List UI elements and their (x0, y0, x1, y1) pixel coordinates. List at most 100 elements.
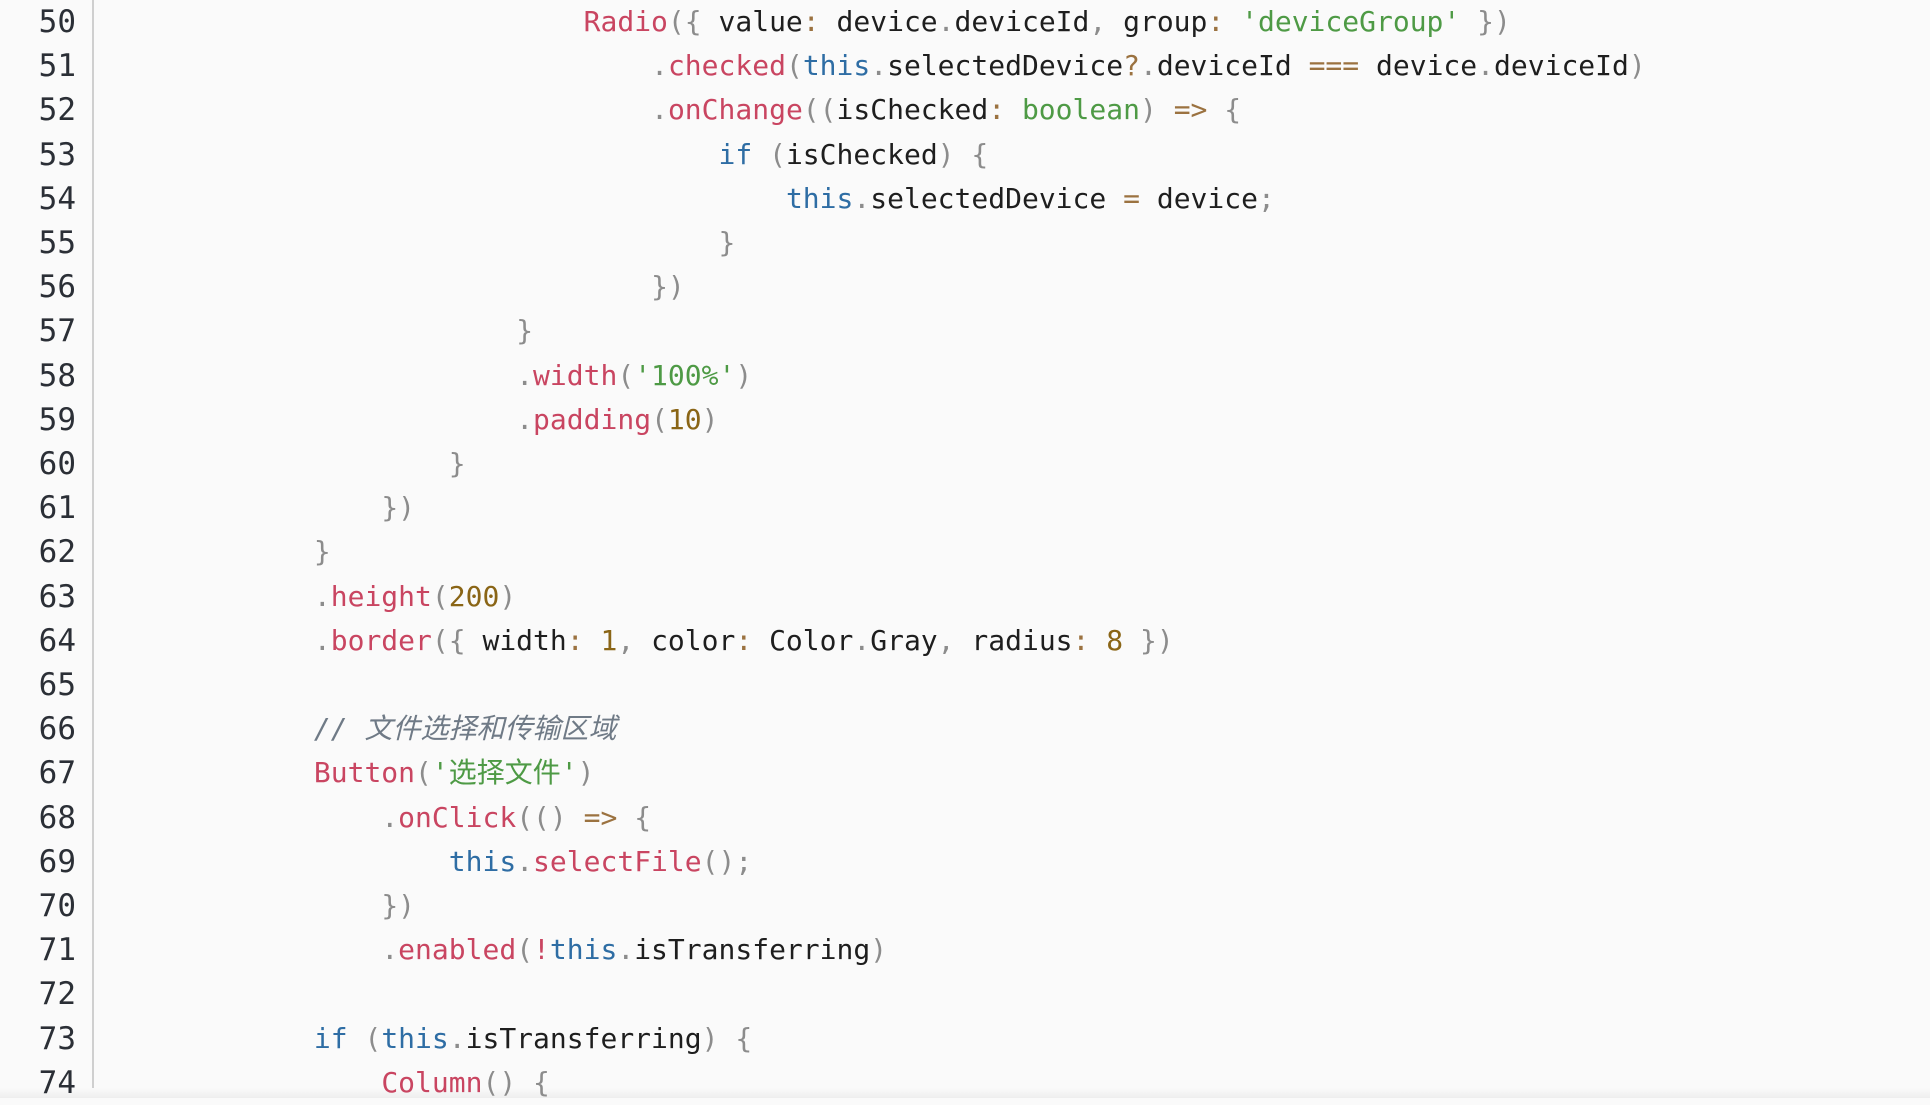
token-p: , (1089, 5, 1124, 38)
token-p: }) (1460, 5, 1511, 38)
token-p: . (617, 933, 635, 967)
token-p: ) (1139, 93, 1174, 127)
token-plain: Gray (870, 623, 938, 657)
code-line[interactable]: 66 // 文件选择和传输区域 (0, 707, 1930, 751)
code-line[interactable]: 51.checked(this.selectedDevice?.deviceId… (0, 44, 1930, 88)
token-fn: enabled (398, 933, 517, 967)
token-plain: device (836, 5, 938, 38)
code-text: // 文件选择和传输区域 (314, 707, 617, 751)
code-text: Button('选择文件') (314, 751, 595, 795)
code-line[interactable]: 52.onChange((isChecked: boolean) => { (0, 88, 1930, 132)
line-number: 69 (38, 843, 76, 880)
code-text: } (719, 221, 736, 265)
token-fn: selectFile (533, 844, 702, 878)
code-line[interactable]: 71.enabled(!this.isTransferring) (0, 928, 1930, 972)
code-text: .enabled(!this.isTransferring) (381, 928, 887, 972)
gutter-divider (92, 0, 94, 1098)
token-plain: value (718, 5, 803, 38)
token-kw: this (381, 1021, 449, 1055)
code-line[interactable]: 62} (0, 530, 1930, 574)
code-text: }) (381, 884, 415, 928)
code-line[interactable]: 57} (0, 309, 1930, 353)
line-number: 68 (38, 799, 76, 836)
token-kw: this (785, 181, 854, 215)
code-line[interactable]: 64.border({ width: 1, color: Color.Gray,… (0, 619, 1930, 663)
code-line[interactable]: 56}) (0, 265, 1930, 309)
token-op: : (1207, 5, 1242, 38)
token-p: . (516, 358, 534, 392)
line-number: 66 (38, 711, 76, 748)
line-number: 51 (38, 48, 76, 85)
token-fn: padding (533, 402, 652, 436)
line-number: 53 (38, 136, 76, 173)
code-line[interactable]: 61}) (0, 486, 1930, 530)
token-p: ) (1628, 49, 1646, 83)
token-plain: selectedDevice (870, 181, 1124, 215)
token-p: ) (499, 579, 517, 613)
line-number: 64 (38, 622, 76, 659)
token-fn: border (330, 623, 432, 657)
line-number: 63 (38, 578, 76, 615)
token-p: . (937, 5, 955, 38)
code-line[interactable]: 58.width('100%') (0, 354, 1930, 398)
token-p: . (853, 623, 871, 657)
code-line[interactable]: 63.height(200) (0, 575, 1930, 619)
token-fn: Radio (583, 5, 668, 38)
code-text: } (516, 309, 533, 353)
token-fn: ! (533, 933, 550, 967)
token-op: : (802, 5, 837, 38)
token-p: ( (415, 756, 432, 790)
code-line[interactable]: 68.onClick(() => { (0, 796, 1930, 840)
token-p: } (448, 447, 466, 480)
token-cm: // 文件选择和传输区域 (313, 712, 617, 746)
token-p: } (313, 535, 331, 569)
code-line[interactable]: 72 (0, 972, 1930, 1016)
token-p: . (381, 933, 399, 967)
code-text: } (449, 442, 466, 486)
token-num: 10 (667, 402, 702, 436)
code-line[interactable]: 65 (0, 663, 1930, 707)
line-number: 57 (38, 313, 76, 350)
token-plain: device (1359, 49, 1478, 83)
token-plain: selectedDevice (887, 49, 1124, 83)
token-p: ( (617, 358, 635, 392)
code-line[interactable]: 70}) (0, 884, 1930, 928)
token-str: '选择文件' (431, 756, 578, 790)
code-line[interactable]: 59.padding(10) (0, 398, 1930, 442)
token-p: } (718, 226, 736, 259)
line-number: 52 (38, 92, 76, 129)
token-p: (( (802, 93, 837, 127)
line-number: 58 (38, 357, 76, 394)
token-p: }) (381, 889, 416, 922)
token-op: ? (1123, 49, 1140, 83)
code-text: this.selectedDevice = device; (786, 177, 1275, 221)
token-plain: deviceId (1156, 49, 1309, 83)
token-p: . (516, 402, 534, 436)
token-fn: checked (667, 49, 786, 83)
token-fn: width (533, 358, 618, 392)
token-p: . (853, 181, 871, 215)
token-p: , (937, 623, 972, 657)
code-line[interactable]: 60} (0, 442, 1930, 486)
token-num: 8 (1106, 623, 1124, 657)
code-text: .border({ width: 1, color: Color.Gray, r… (314, 619, 1174, 663)
token-plain: isChecked (836, 93, 989, 127)
code-line[interactable]: 55} (0, 221, 1930, 265)
token-p: . (651, 93, 668, 127)
token-op: === (1308, 49, 1360, 83)
token-p: ( (651, 402, 668, 436)
token-kw: this (549, 933, 618, 967)
token-p: . (870, 49, 888, 83)
token-p: (() (516, 800, 584, 834)
token-op: : (566, 623, 601, 657)
line-number: 50 (38, 4, 76, 40)
code-text: }) (381, 486, 415, 530)
